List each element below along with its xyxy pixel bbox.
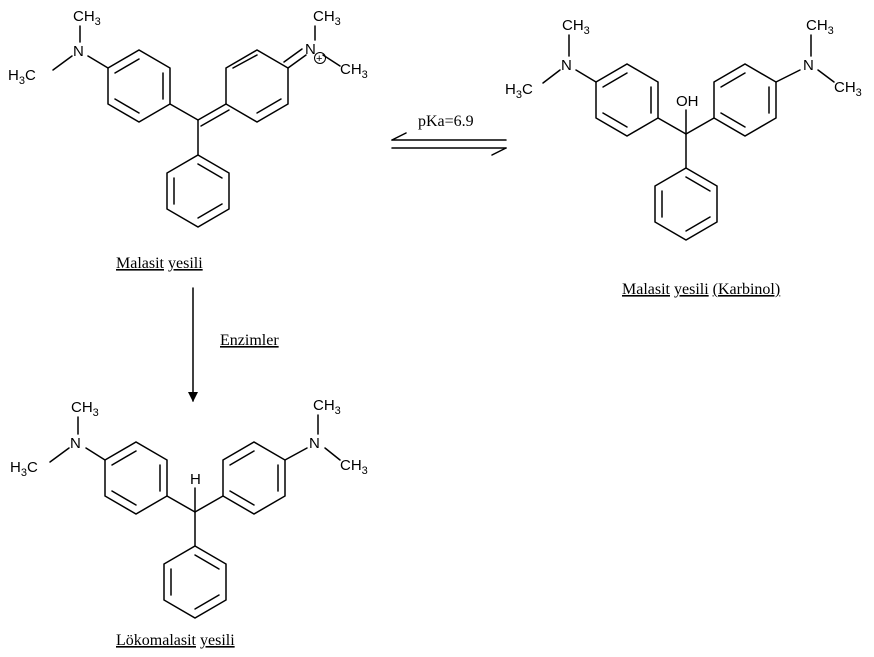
carbinol-structure: CH3 N H3C OH N CH3 CH3 (505, 17, 862, 241)
methyl-right: CH3 (834, 79, 862, 99)
nitrogen-atom: N (73, 43, 84, 60)
hydrogen-atom: H (190, 471, 201, 488)
pka-label: pKa=6.9 (418, 113, 474, 130)
methyl-top-left: CH3 (73, 8, 101, 28)
hydroxyl-group: OH (676, 93, 699, 110)
methyl-bottom-left: H3C (505, 81, 533, 101)
methyl-top-left: CH3 (71, 399, 99, 419)
methyl-top-right: CH3 (313, 397, 341, 417)
compound-label-carbinol: Malasit yesili (Karbinol) (622, 281, 780, 298)
compound-label-malachite-green: Malasit yesili (116, 255, 203, 272)
malachite-green-structure: CH3 N H3C N + CH3 CH3 (8, 8, 368, 228)
nitrogen-atom: N (561, 57, 572, 74)
methyl-right: CH3 (340, 61, 368, 81)
nitrogen-atom: N (309, 435, 320, 452)
nitrogen-atom: N (803, 57, 814, 74)
nitrogen-atom: N (70, 435, 81, 452)
leuco-structure: CH3 N H3C H N CH3 CH3 (10, 397, 368, 619)
equilibrium-arrow (391, 132, 507, 156)
methyl-right: CH3 (340, 457, 368, 477)
methyl-top-right: CH3 (806, 17, 834, 37)
methyl-bottom-left: H3C (10, 459, 38, 479)
nitrogen-atom: N (305, 41, 316, 58)
methyl-bottom-left: H3C (8, 67, 36, 87)
enzyme-label: Enzimler (220, 332, 279, 349)
methyl-top-left: CH3 (562, 17, 590, 37)
methyl-top-right: CH3 (313, 8, 341, 28)
positive-charge: + (316, 53, 322, 65)
compound-label-leuco: Lökomalasit yesili (116, 632, 235, 649)
